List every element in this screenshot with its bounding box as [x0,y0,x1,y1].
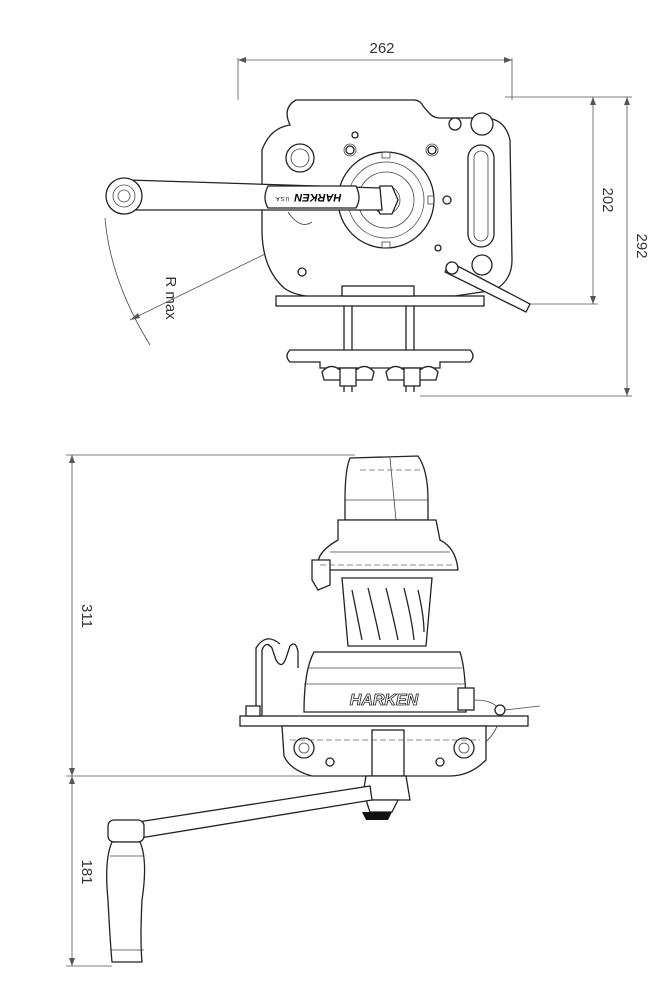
handle-grip [106,841,146,963]
line-feeder [311,559,331,591]
crank-handle-side [106,775,411,963]
clamp-plate [286,349,474,369]
dimension-label-311: 311 [78,604,95,628]
handle-brand-text: HARKEN [293,191,341,203]
stripper-ring [317,519,459,571]
dimension-label-181: 181 [78,859,95,884]
center-shaft [371,729,405,777]
drum-brand-text: HARKEN [350,692,419,709]
handle-knob [105,177,143,215]
dimension-292: 292 [420,96,650,397]
winch-drum-side [341,577,433,647]
drum-ribs [351,587,425,641]
self-tailing-top [344,455,429,521]
release-catch [457,687,475,711]
mount-hole [285,143,315,173]
dimension-label-262: 262 [369,40,394,57]
crank-handle-top: HARKEN U.S.A. [105,177,383,225]
wing-nut [321,365,375,387]
deck-plate [239,715,529,727]
radius-label: R max [162,276,179,320]
mount-hole [470,112,494,136]
dimension-262: 262 [237,40,513,100]
dimension-181: 181 [66,776,112,967]
handle-cap [362,812,392,820]
mount-hole [471,254,493,276]
winch-base-housing [303,651,467,713]
dimension-202: 202 [505,96,616,305]
dimension-label-202: 202 [599,187,616,212]
dimension-label-292: 292 [633,233,650,258]
mounting-bracket [275,295,485,307]
guide-bar [261,643,299,716]
mounting-slot [467,144,495,248]
mount-hole [448,117,462,131]
top-view: 262 202 292 R max [104,40,650,397]
wing-nut [385,365,439,387]
mount-hole [297,267,307,277]
side-view: 311 181 HARK [66,454,541,967]
handle-origin-text: U.S.A. [275,195,289,201]
release-lever [444,261,531,313]
